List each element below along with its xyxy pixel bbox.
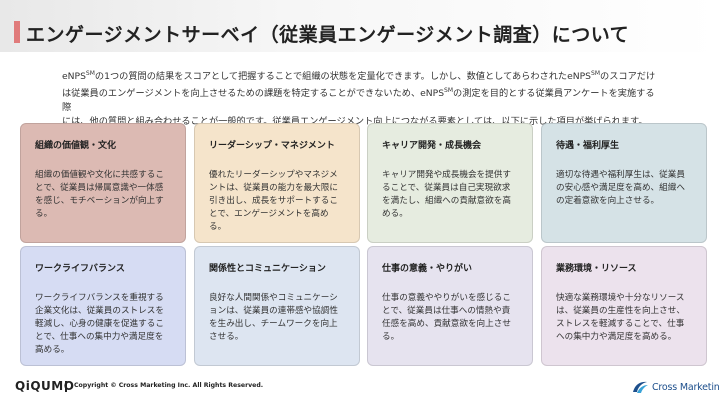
- card-title: 待遇・福利厚生: [556, 141, 620, 151]
- header-bar: エンゲージメントサーベイ（従業員エンゲージメント調査）について: [0, 0, 720, 52]
- title-accent-bar: [14, 21, 20, 43]
- card-title: 関係性とコミュニケーション: [209, 264, 326, 274]
- factor-card-environment: 業務環境・リソース 快適な業務環境や十分なリソースは、従業員の生産性を向上させ、…: [541, 246, 707, 366]
- copyright-text: Copyright © Cross Marketing Inc. All Rig…: [74, 382, 264, 389]
- page-title: エンゲージメントサーベイ（従業員エンゲージメント調査）について: [26, 24, 630, 46]
- card-title: ワークライフバランス: [35, 264, 125, 274]
- sm-mark: SM: [591, 70, 601, 77]
- card-title: リーダーシップ・マネジメント: [209, 141, 335, 151]
- intro-paragraph: eNPSSMの1つの質問の結果をスコアとして把握することで組織の状態を定量化でき…: [62, 67, 662, 129]
- qiqumo-logo: QiQUMO: [15, 379, 75, 393]
- factor-card-worklife: ワークライフバランス ワークライフバランスを重視する企業文化は、従業員のストレス…: [20, 246, 186, 366]
- card-title: キャリア開発・成長機会: [382, 141, 482, 151]
- intro-text: は従業員のエンゲージメントを向上させるための課題を特定することができないため、e…: [62, 88, 445, 100]
- cross-marketing-logo: Cross Marketing: [631, 378, 720, 396]
- sm-mark: SM: [85, 70, 95, 77]
- card-body: 組織の価値観や文化に共感することで、従業員は帰属意識や一体感を感じ、モチベーショ…: [35, 170, 164, 219]
- factor-card-meaning: 仕事の意義・やりがい 仕事の意義ややりがいを感じることで、従業員は仕事への情熱や…: [367, 246, 533, 366]
- factor-card-leadership: リーダーシップ・マネジメント 優れたリーダーシップやマネジメントは、従業員の能力…: [194, 123, 360, 243]
- intro-text: の1つの質問の結果をスコアとして把握することで組織の状態を定量化できます。しかし…: [94, 71, 592, 83]
- header-background: [0, 0, 720, 52]
- factor-card-culture: 組織の価値観・文化 組織の価値観や文化に共感することで、従業員は帰属意識や一体感…: [20, 123, 186, 243]
- intro-text: のスコアだけ: [600, 71, 656, 83]
- intro-text: の測定を目的とする従業員アンケートを実施する際: [62, 88, 655, 114]
- card-body: キャリア開発や成長機会を提供することで、従業員は自己実現欲求を満たし、組織への貢…: [382, 170, 511, 219]
- card-body: 快適な業務環境や十分なリソースは、従業員の生産性を向上させ、ストレスを軽減するこ…: [556, 293, 685, 342]
- card-body: 優れたリーダーシップやマネジメントは、従業員の能力を最大限に引き出し、成長をサポ…: [209, 170, 338, 232]
- card-body: 適切な待遇や福利厚生は、従業員の安心感や満足度を高め、組織への定着意欲を向上させ…: [556, 170, 685, 206]
- intro-text: eNPS: [62, 71, 86, 83]
- card-title: 業務環境・リソース: [556, 264, 637, 274]
- sm-mark: SM: [444, 87, 454, 95]
- factor-card-benefits: 待遇・福利厚生 適切な待遇や福利厚生は、従業員の安心感や満足度を高め、組織への定…: [541, 123, 707, 243]
- card-body: 良好な人間関係やコミュニケーションは、従業員の連帯感や協調性を生み出し、チームワ…: [209, 293, 338, 342]
- factor-card-relationships: 関係性とコミュニケーション 良好な人間関係やコミュニケーションは、従業員の連帯感…: [194, 246, 360, 366]
- card-body: 仕事の意義ややりがいを感じることで、従業員は仕事への情熱や責任感を高め、貢献意欲…: [382, 293, 511, 342]
- footer-divider: [65, 381, 67, 392]
- card-body: ワークライフバランスを重視する企業文化は、従業員のストレスを軽減し、心身の健康を…: [35, 293, 164, 355]
- intro-text: には、他の質問と組み合わせることが一般的です。従業員エンゲージメント向上につなが…: [62, 116, 648, 128]
- card-title: 組織の価値観・文化: [35, 141, 117, 151]
- factor-card-career: キャリア開発・成長機会 キャリア開発や成長機会を提供することで、従業員は自己実現…: [367, 123, 533, 243]
- cross-marketing-logo-icon: [633, 381, 648, 393]
- brand-name: Cross Marketing: [652, 381, 720, 393]
- card-title: 仕事の意義・やりがい: [382, 264, 473, 274]
